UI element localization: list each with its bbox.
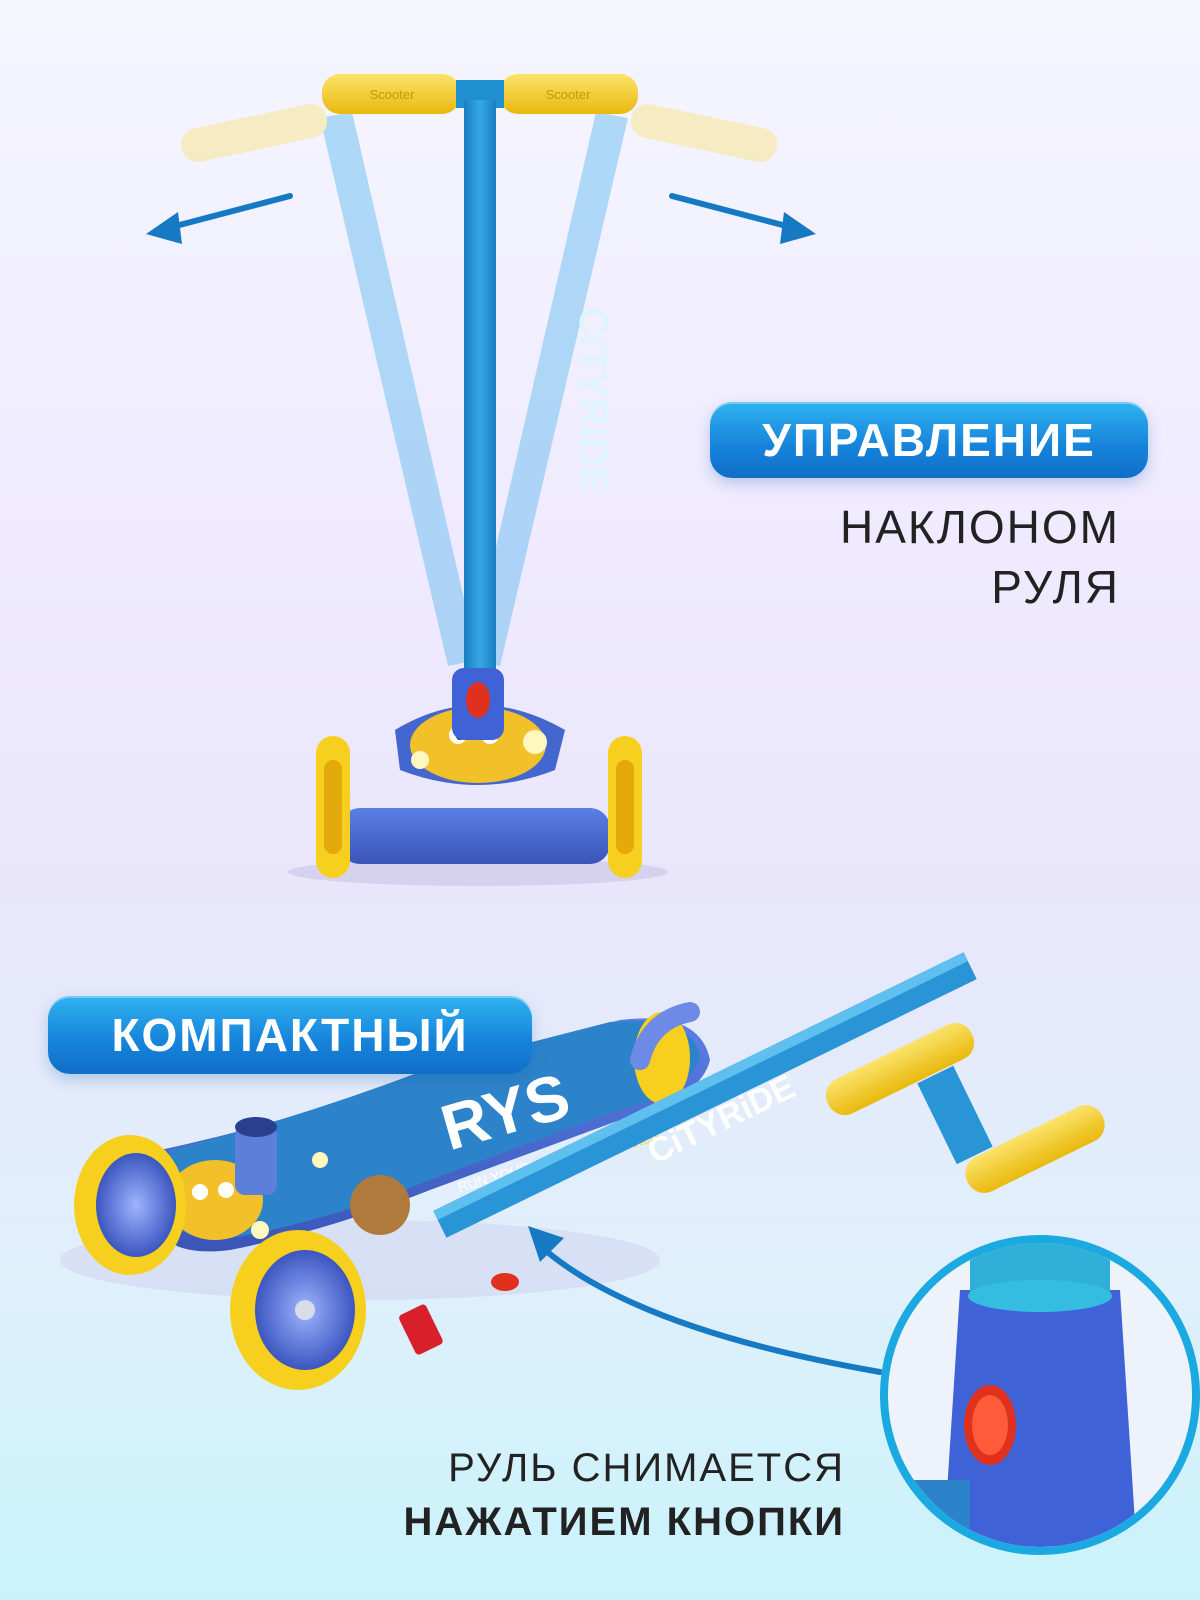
- steering-badge: УПРАВЛЕНИЕ: [710, 402, 1148, 478]
- front-base: [288, 668, 668, 886]
- arrow-left-icon: [146, 193, 293, 244]
- svg-text:Scooter: Scooter: [546, 87, 591, 102]
- steering-caption-line2: РУЛЯ: [991, 561, 1120, 613]
- stem: CiTYRiDE: [464, 100, 615, 700]
- tilt-ghost-right: [470, 103, 777, 666]
- detached-handlebar: CiTYRiDE: [399, 952, 1105, 1355]
- svg-text:Scooter: Scooter: [370, 87, 415, 102]
- button-zoom-circle: [880, 1235, 1200, 1555]
- removable-caption-line2: НАЖАТИЕМ КНОПКИ: [403, 1500, 845, 1544]
- steering-caption-line1: НАКЛОНОМ: [840, 501, 1120, 553]
- arrow-right-icon: [669, 193, 816, 244]
- compact-badge: КОМПАКТНЫЙ: [48, 996, 532, 1074]
- svg-text:CiTYRiDE: CiTYRiDE: [571, 307, 615, 494]
- tilt-ghost-left: [181, 103, 478, 666]
- deck-assembly: RYS RUN YOUR SPORT Children's scooters: [60, 1002, 710, 1390]
- removable-caption-line1: РУЛЬ СНИМАЕТСЯ: [448, 1446, 845, 1490]
- curved-arrow-icon: [528, 1226, 883, 1375]
